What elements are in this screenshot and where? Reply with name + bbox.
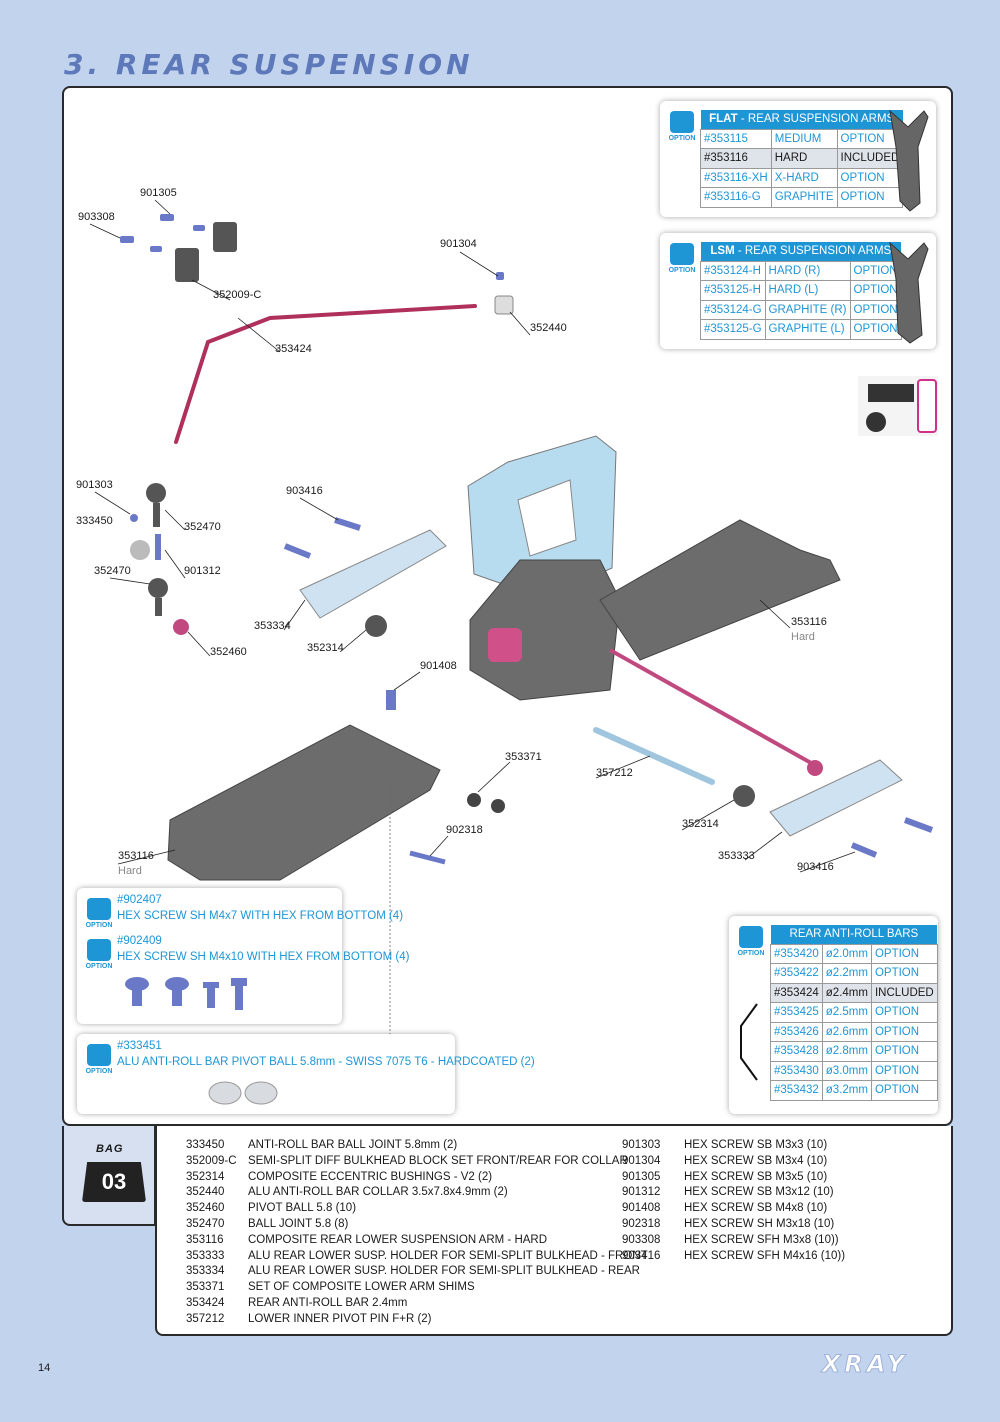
lsm-arms-option-card: OPTION LSM - REAR SUSPENSION ARMS #35312… <box>660 233 936 349</box>
callout-353116-right: 353116 <box>791 616 827 628</box>
ball-option-code: #333451 <box>117 1040 162 1052</box>
screw-option-b-code: #902409 <box>117 935 162 947</box>
callout-903416-bottom: 903416 <box>797 861 834 873</box>
page-title: 3. REAR SUSPENSION <box>64 48 474 81</box>
pivot-ball-option-card: OPTION #333451 ALU ANTI-ROLL BAR PIVOT B… <box>77 1034 535 1114</box>
callout-352314-bottom: 352314 <box>682 818 719 830</box>
screw-option-b-desc: HEX SCREW SH M4x10 WITH HEX FROM BOTTOM … <box>117 951 410 963</box>
callout-352440: 352440 <box>530 322 567 334</box>
callout-353424: 353424 <box>275 343 312 355</box>
callout-352470-top: 352470 <box>184 521 221 533</box>
pivot-ball-images <box>208 1081 278 1105</box>
bag-label: BAG <box>96 1143 124 1155</box>
screw-option-a-code: #902407 <box>117 894 162 906</box>
xray-logo: XRAY <box>819 1350 908 1378</box>
option-thumb-icon: OPTION <box>738 926 764 957</box>
parts-list-panel <box>155 1126 953 1336</box>
callout-357212: 357212 <box>596 767 633 779</box>
callout-903416-top: 903416 <box>286 485 323 497</box>
callout-352460: 352460 <box>210 646 247 658</box>
callout-352470-bottom: 352470 <box>94 565 131 577</box>
callout-333450: 333450 <box>76 515 113 527</box>
callout-353116-right-sub: Hard <box>791 631 815 643</box>
callout-901303: 901303 <box>76 479 113 491</box>
bag-number-badge: 03 <box>82 1162 146 1202</box>
lsm-arm-image <box>889 241 929 344</box>
option-thumb-icon: OPTION <box>86 939 112 970</box>
callout-353116-left-sub: Hard <box>118 865 142 877</box>
flat-arm-image <box>889 109 929 212</box>
page-number: 14 <box>38 1362 51 1374</box>
callout-353116-left: 353116 <box>118 850 154 862</box>
callout-352009c: 352009-C <box>213 289 262 301</box>
flat-arms-option-card: OPTION FLAT - REAR SUSPENSION ARMS #3531… <box>660 101 936 217</box>
callout-352314-top: 352314 <box>307 642 344 654</box>
callout-901304: 901304 <box>440 238 477 250</box>
callout-901312: 901312 <box>184 565 221 577</box>
ball-option-desc: ALU ANTI-ROLL BAR PIVOT BALL 5.8mm - SWI… <box>117 1056 535 1068</box>
car-location-icon <box>858 376 938 436</box>
callout-353334: 353334 <box>254 620 291 632</box>
callout-902318: 902318 <box>446 824 483 836</box>
callout-901305: 901305 <box>140 187 177 199</box>
svg-text:XRAY: XRAY <box>820 1350 908 1378</box>
callout-903308: 903308 <box>78 211 115 223</box>
option-thumb-icon: OPTION <box>669 111 695 142</box>
screw-option-card: OPTION #902407 HEX SCREW SH M4x7 WITH HE… <box>77 888 409 1024</box>
screw-option-a-desc: HEX SCREW SH M4x7 WITH HEX FROM BOTTOM (… <box>117 910 404 922</box>
antiroll-bar-image <box>740 1003 758 1081</box>
option-thumb-icon: OPTION <box>669 243 695 274</box>
option-thumb-icon: OPTION <box>86 898 112 929</box>
callout-353333: 353333 <box>718 850 755 862</box>
screw-images <box>125 977 247 1010</box>
callout-353371: 353371 <box>505 751 542 763</box>
option-thumb-icon: OPTION <box>86 1044 112 1075</box>
callout-901408: 901408 <box>420 660 457 672</box>
